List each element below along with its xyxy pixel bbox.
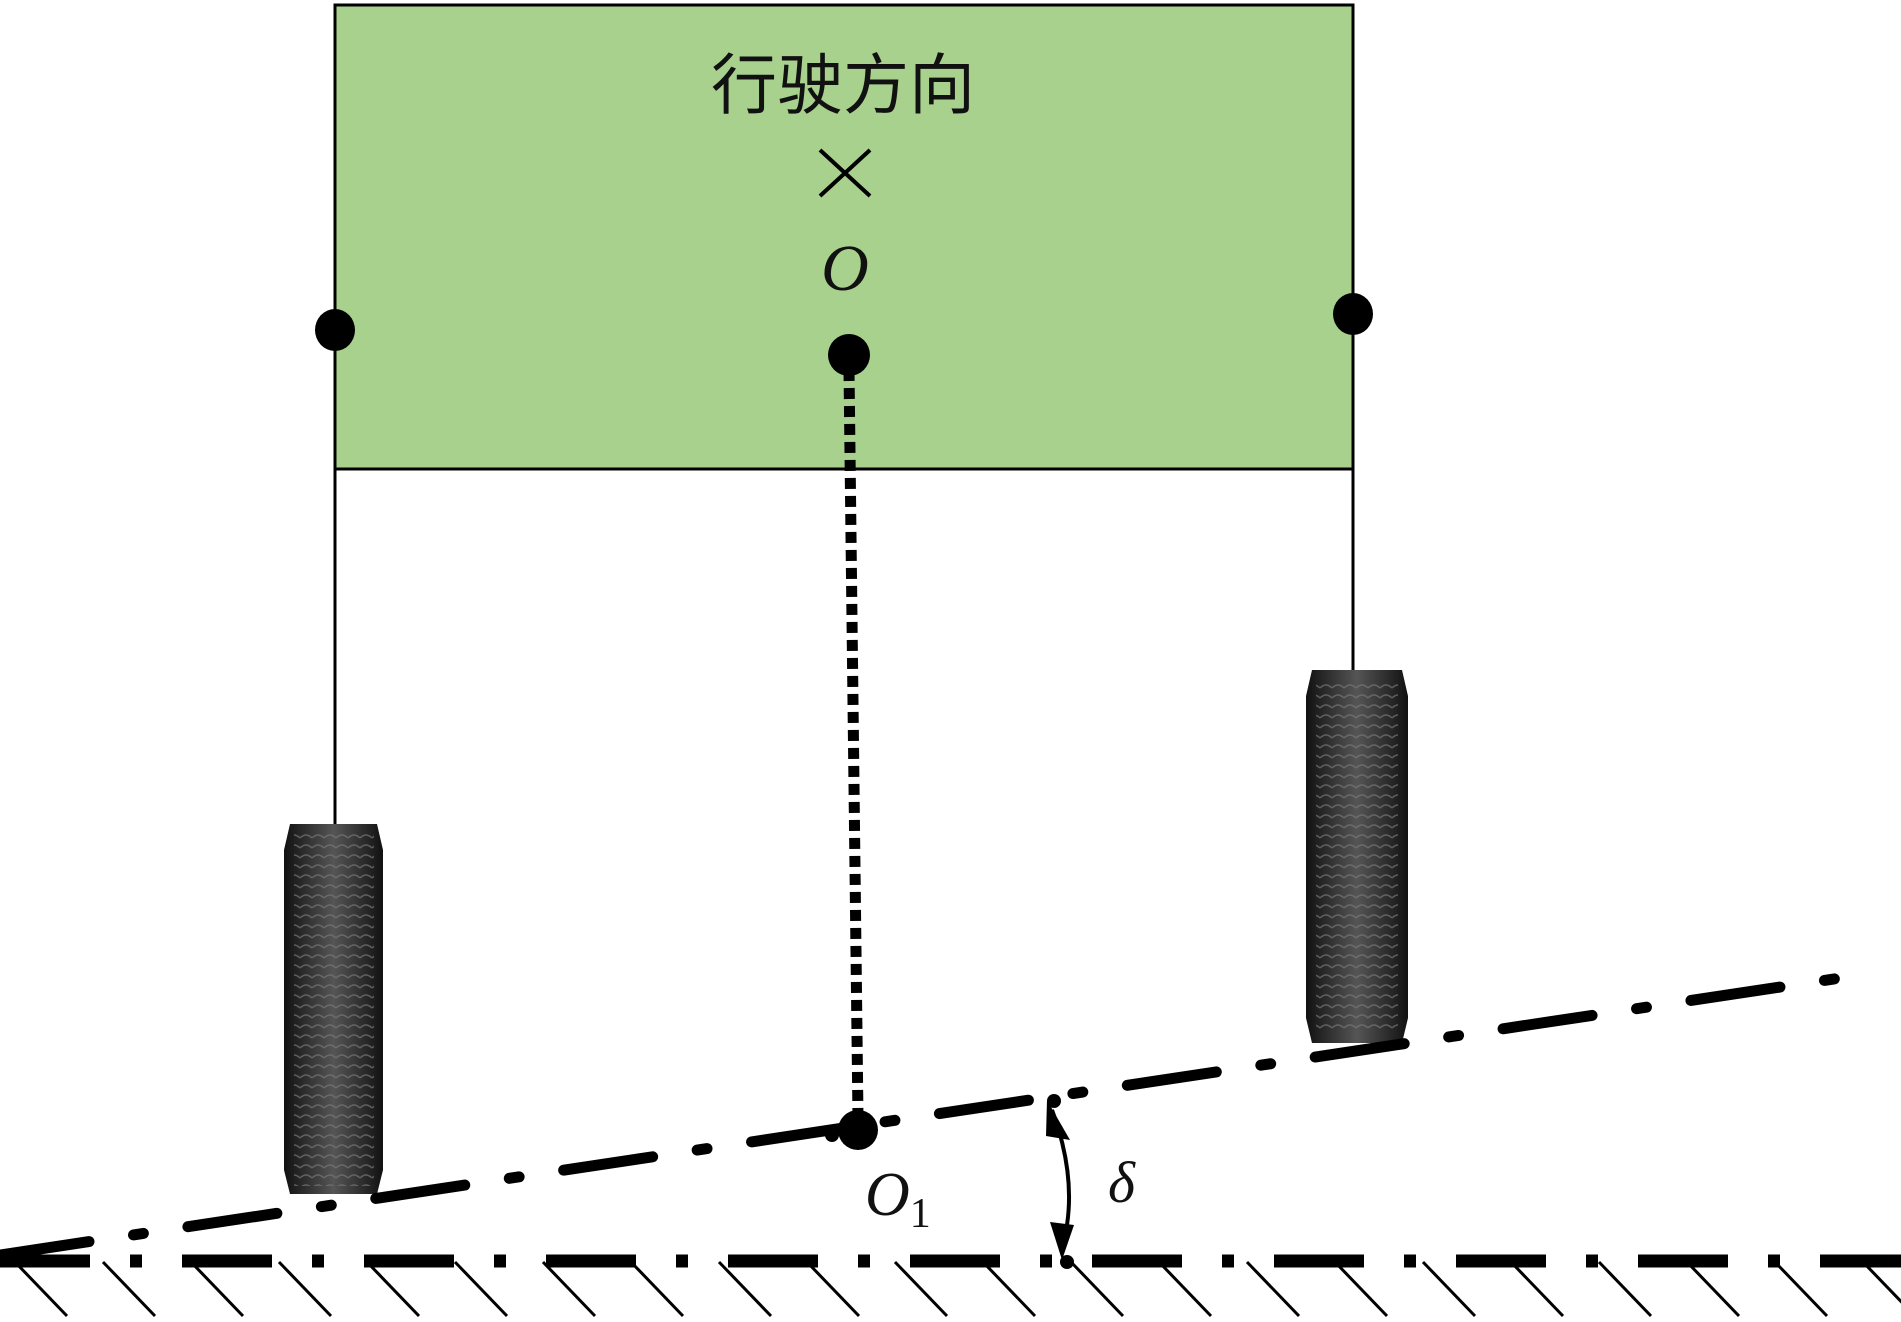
center-dotted-line [843,369,864,1119]
hatch-line [1333,1260,1389,1318]
hatch-line [1685,1260,1741,1318]
angle-arrow [1046,1094,1074,1269]
hatch-line [101,1260,157,1318]
left-tire [284,824,383,1194]
hatch-line [189,1260,245,1318]
hatch-line [1069,1260,1125,1318]
tilted-ground-line [0,968,1873,1261]
hatch-line [277,1260,333,1318]
contact-point-dot [838,1110,878,1150]
direction-cross-icon [818,148,872,198]
hatch-line [1773,1260,1829,1318]
contact-point-label: O1 [865,1161,931,1237]
hatch-line [981,1260,1037,1318]
hatch-line [893,1260,949,1318]
hatch-line [453,1260,509,1318]
angle-label: δ [1108,1150,1136,1215]
center-dot [828,334,870,376]
hatch-line [13,1260,69,1318]
hatch-line [629,1260,685,1318]
right-tire [1306,670,1408,1043]
hatch-line [1157,1260,1213,1318]
hatch-line [1509,1260,1565,1318]
hatch-line [805,1260,861,1318]
right-pivot-dot [1333,293,1373,335]
ground-hatching [13,1260,1901,1318]
hatch-line [717,1260,773,1318]
hatch-line [1861,1260,1901,1304]
hatch-line [1245,1260,1301,1318]
center-label: O [821,232,869,305]
left-pivot-dot [315,309,355,351]
hatch-line [541,1260,597,1318]
direction-label: 行驶方向 [711,47,975,124]
hatch-line [365,1260,421,1318]
hatch-line [1421,1260,1477,1318]
hatch-line [1597,1260,1653,1318]
